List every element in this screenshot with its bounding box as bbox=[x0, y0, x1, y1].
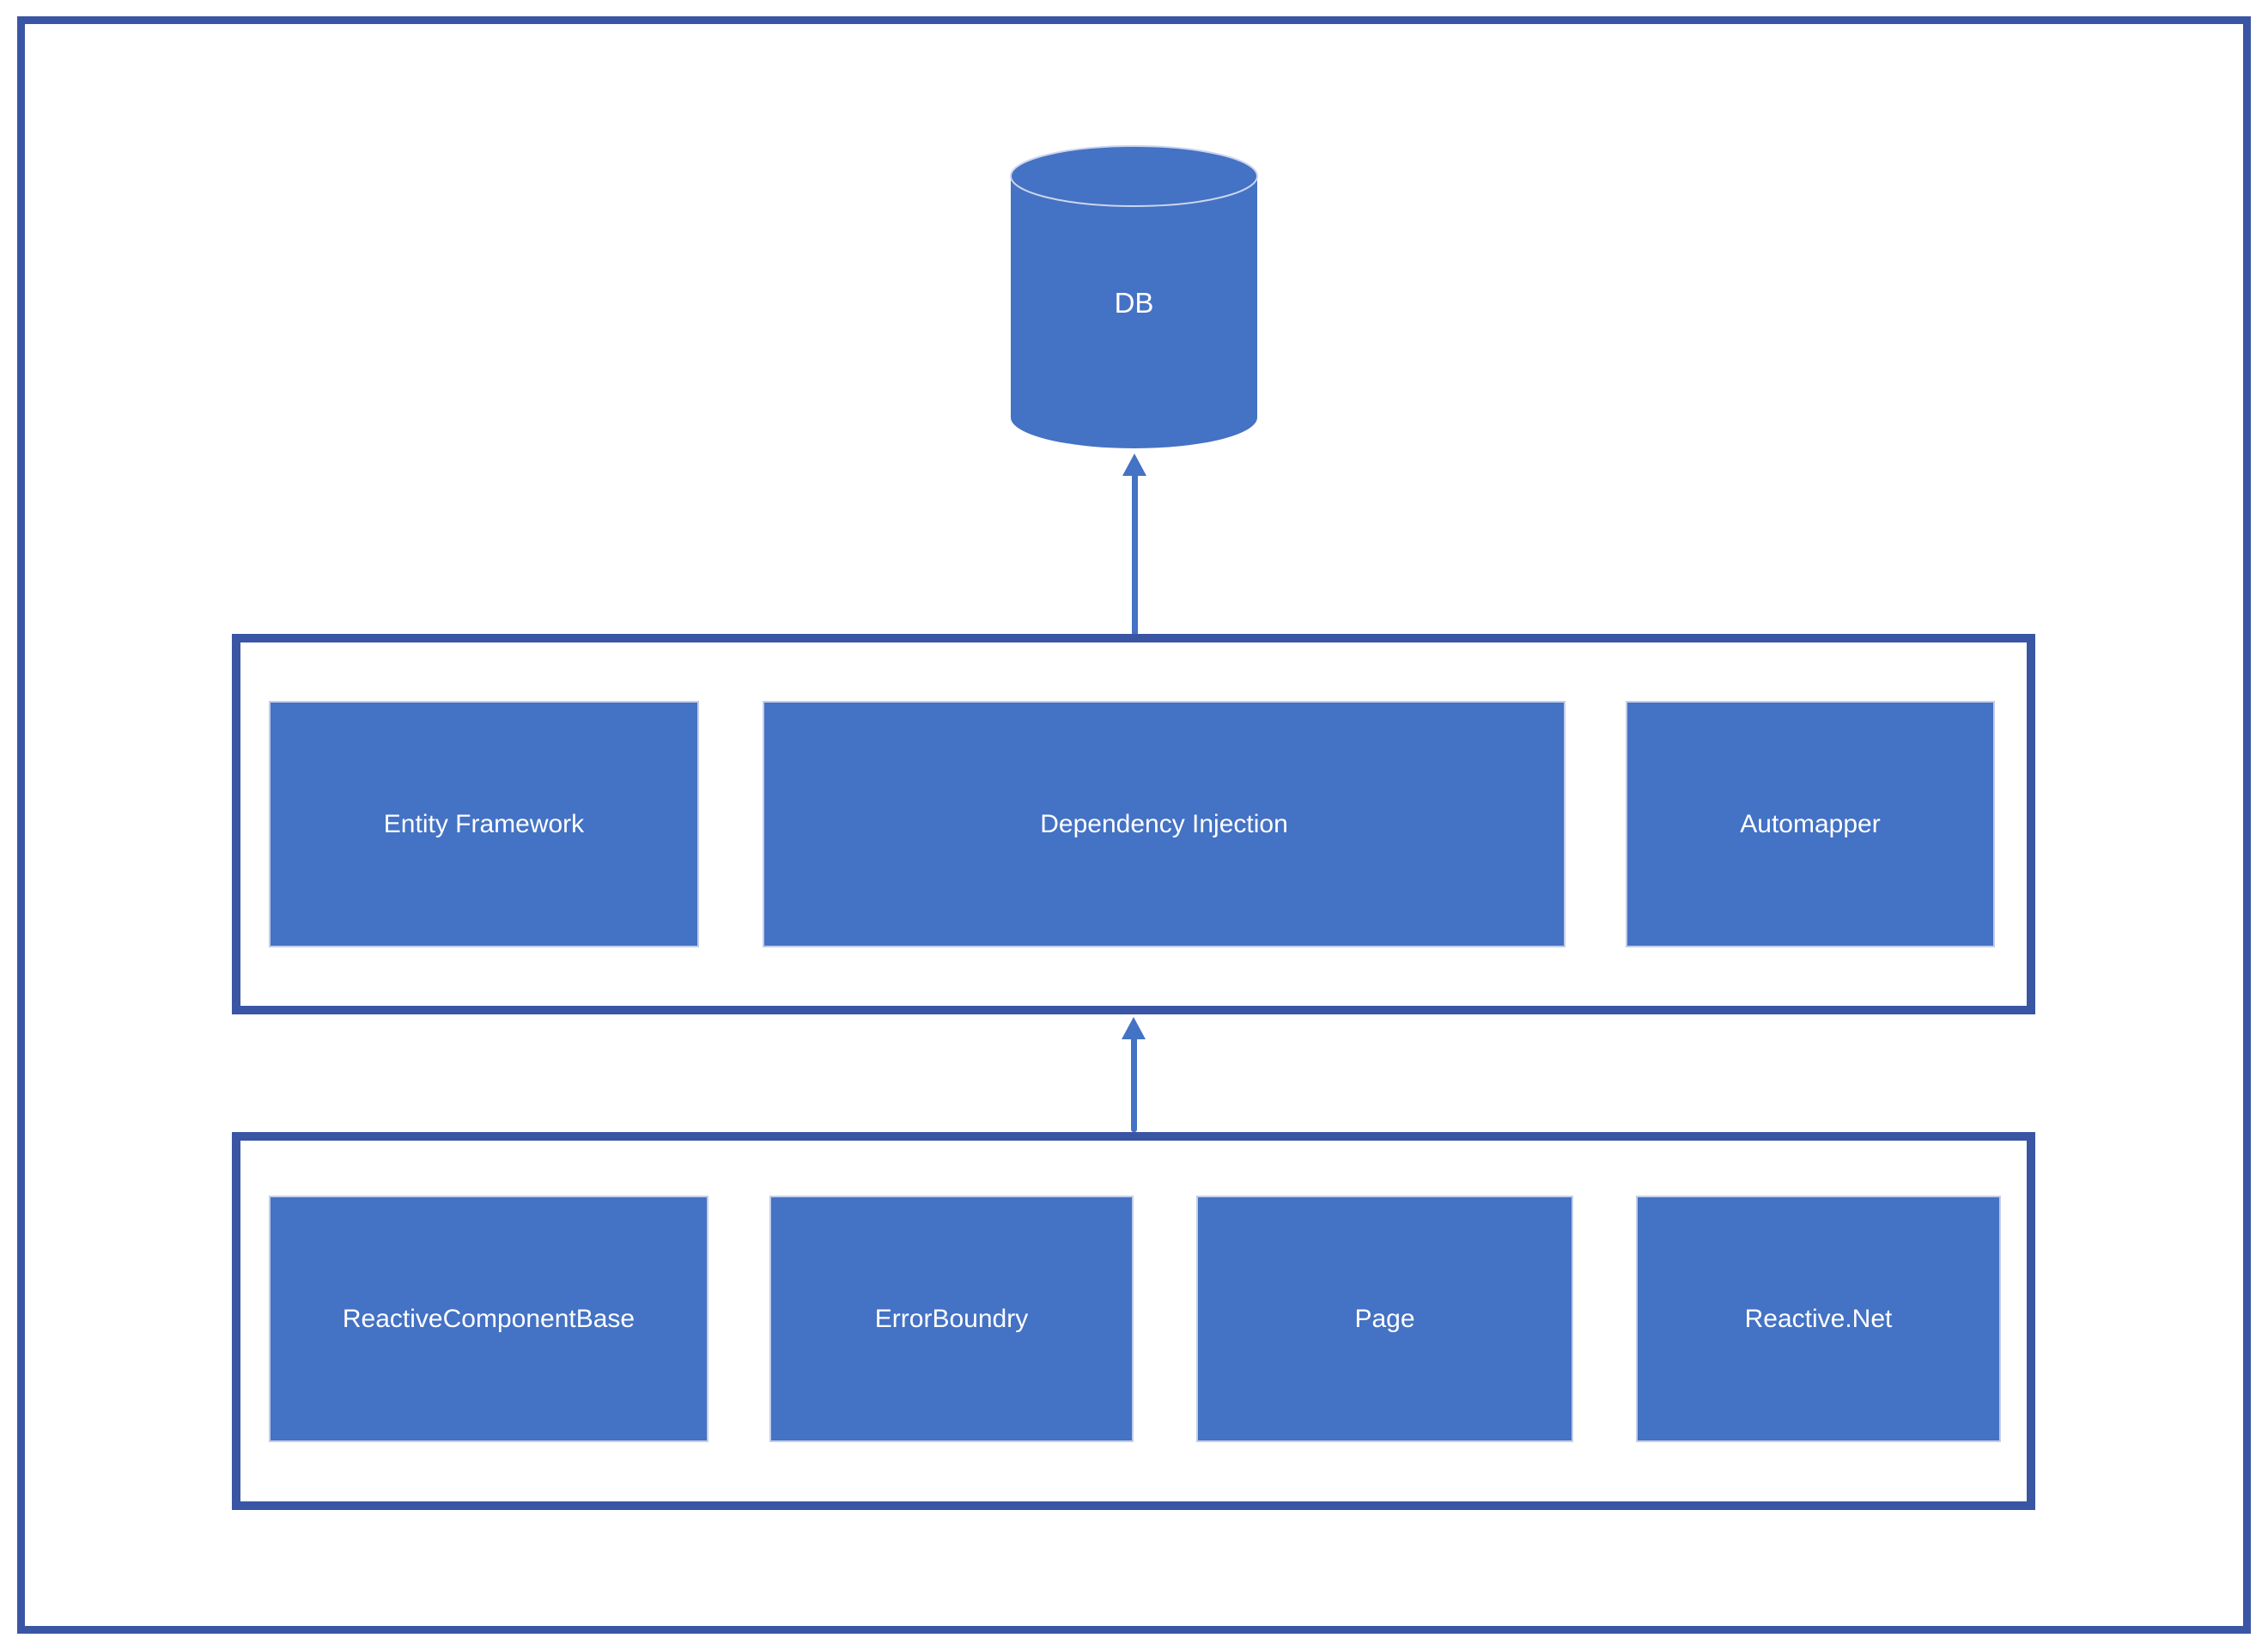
node-reactive-component-base[interactable]: ReactiveComponentBase bbox=[269, 1196, 708, 1442]
cylinder-graphic bbox=[1010, 145, 1258, 448]
database-cylinder-shape[interactable]: DB bbox=[1010, 144, 1258, 449]
node-reactive-net[interactable]: Reactive.Net bbox=[1636, 1196, 2001, 1442]
arrowhead-up-icon bbox=[1122, 1017, 1146, 1039]
node-label: Reactive.Net bbox=[1744, 1304, 1893, 1333]
connector-bottom-to-middle-arrow bbox=[1121, 1017, 1146, 1132]
node-error-boundry[interactable]: ErrorBoundry bbox=[769, 1196, 1134, 1442]
node-label: Page bbox=[1354, 1304, 1415, 1333]
node-label: Dependency Injection bbox=[1040, 809, 1288, 838]
node-entity-framework[interactable]: Entity Framework bbox=[269, 701, 699, 947]
arrow-stem bbox=[1131, 475, 1138, 636]
arrow-stem bbox=[1130, 1038, 1137, 1132]
database-label: DB bbox=[1114, 286, 1154, 319]
node-page[interactable]: Page bbox=[1196, 1196, 1573, 1442]
page-border bbox=[17, 16, 2251, 1634]
node-dependency-injection[interactable]: Dependency Injection bbox=[763, 701, 1566, 947]
node-label: ErrorBoundry bbox=[874, 1304, 1029, 1333]
node-label: Automapper bbox=[1740, 809, 1881, 838]
bottom-layer-container[interactable]: ReactiveComponentBase ErrorBoundry Page … bbox=[232, 1132, 2035, 1510]
node-automapper[interactable]: Automapper bbox=[1626, 701, 1995, 947]
arrowhead-up-icon bbox=[1122, 454, 1146, 476]
node-label: ReactiveComponentBase bbox=[342, 1304, 635, 1333]
node-label: Entity Framework bbox=[383, 809, 585, 838]
middle-layer-container[interactable]: Entity Framework Dependency Injection Au… bbox=[232, 634, 2035, 1014]
connector-middle-to-db-arrow bbox=[1122, 454, 1147, 636]
